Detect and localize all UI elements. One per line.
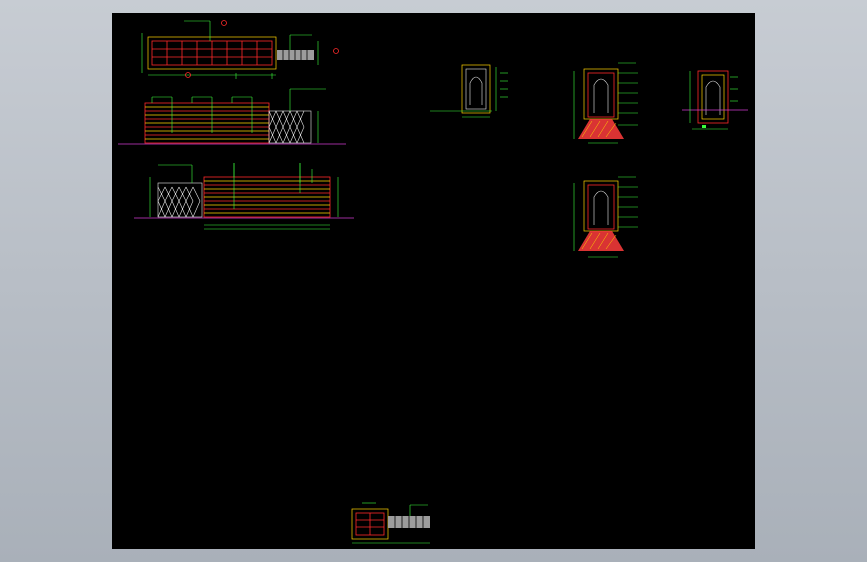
section-3-view: [682, 70, 748, 130]
plan-top-view: [141, 20, 339, 79]
section-1-view: [430, 64, 508, 118]
cad-drawing: [118, 20, 748, 544]
elevation-back-view: [134, 163, 354, 230]
cad-model-space[interactable]: [112, 13, 755, 549]
section-2-view: [573, 62, 638, 144]
section-4-view: [573, 176, 638, 258]
elevation-front-view: [118, 88, 346, 145]
plan-bottom-view: [351, 502, 430, 544]
